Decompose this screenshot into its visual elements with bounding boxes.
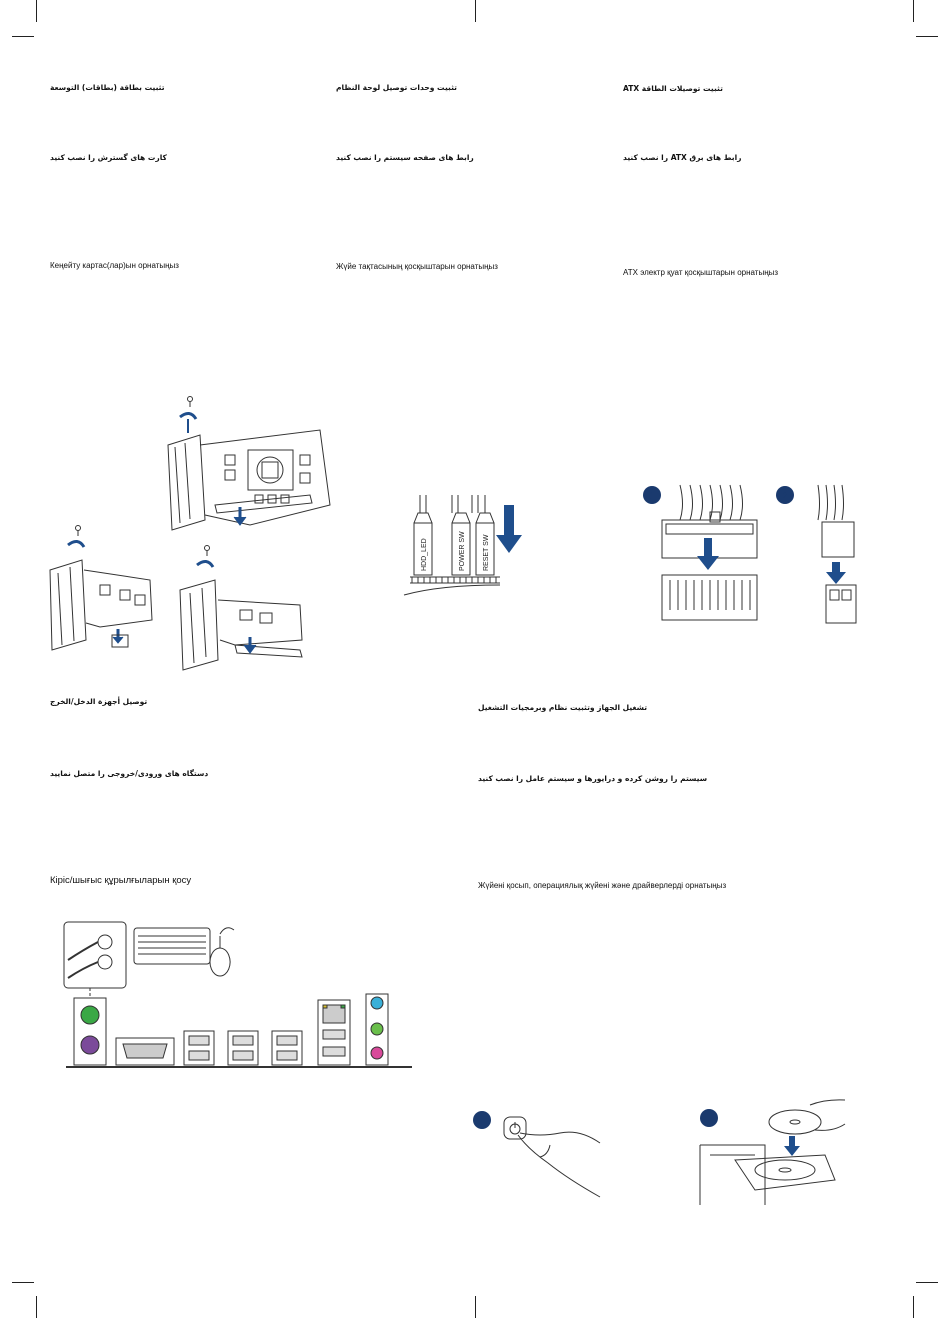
- crop-mark: [36, 0, 37, 22]
- step-1-badge: [473, 1111, 491, 1129]
- atx-title-kazakh: ATX электр қуат қосқыштарын орнатыңыз: [623, 268, 779, 277]
- step-2-badge: [776, 486, 794, 504]
- crop-mark: [913, 1296, 914, 1318]
- connectors-title-kazakh: Жүйе тақтасының қосқыштарын орнатыңыз: [336, 262, 498, 271]
- expansion-title-persian: کارت های گسترش را نصب کنید: [50, 153, 167, 162]
- svg-text:1: 1: [649, 491, 655, 502]
- rear-io-illustration: [63, 921, 412, 1068]
- poweron-title-persian: سیستم را روشن کرده و درایورها و سیستم عا…: [478, 774, 708, 783]
- ps2-keyboard-port: [80, 1035, 100, 1055]
- expansion-title-kazakh: Кеңейту картас(лар)ын орнатыңыз: [50, 261, 179, 270]
- expansion-card-illustration: [49, 396, 331, 671]
- crop-mark: [475, 1296, 476, 1318]
- atx-title-arabic: تثبيت توصيلات الطاقة ATX: [623, 84, 723, 93]
- crop-mark: [916, 1282, 938, 1283]
- connectors-title-persian: رابط های صفحه سیستم را نصب کنید: [336, 153, 474, 162]
- expansion-title-arabic: تثبيت بطاقة (بطاقات) التوسعة: [50, 83, 165, 92]
- crop-mark: [916, 36, 938, 37]
- io-title-persian: دستگاه های ورودی/خروجی را متصل نمایید: [50, 769, 209, 778]
- audio-line-out: [370, 1022, 384, 1036]
- io-title-arabic: توصيل أجهزة الدخل/الخرج: [50, 697, 148, 706]
- ps2-mouse-port: [80, 1005, 100, 1025]
- crop-mark: [36, 1296, 37, 1318]
- svg-text:2: 2: [782, 491, 788, 502]
- power-sw-label: POWER SW: [459, 531, 466, 571]
- poweron-title-kazakh: Жүйені қосып, операциялық жүйені және др…: [478, 881, 727, 890]
- disc: [768, 1109, 822, 1135]
- crop-mark: [12, 1282, 34, 1283]
- step-1-badge: [643, 486, 661, 504]
- hdd-led-plug: [413, 522, 433, 576]
- reset-sw-plug: [475, 522, 495, 576]
- reset-sw-label: RESET SW: [483, 534, 490, 571]
- audio-mic-in: [370, 1046, 384, 1060]
- optical-drive-illustration: [699, 1099, 846, 1205]
- poweron-title-arabic: تشغيل الجهاز وتثبيت نظام وبرمجيات التشغي…: [478, 703, 648, 712]
- audio-line-in: [370, 996, 384, 1010]
- down-arrow: [496, 505, 522, 553]
- crop-mark: [475, 0, 476, 22]
- atx-title-persian: رابط های برق ATX را نصب کنید: [623, 153, 742, 162]
- connectors-title-arabic: تثبيت وحدات توصيل لوحة النظام: [336, 83, 457, 92]
- io-title-kazakh: Кіріс/шығыс құрылғыларын қосу: [50, 875, 192, 886]
- crop-mark: [913, 0, 914, 22]
- panel-connector-illustration: HDD_LED POWER SW RESET SW: [403, 495, 522, 596]
- atx-power-illustration: 1 2: [643, 484, 857, 624]
- step-2-badge: [700, 1109, 718, 1127]
- power-button-illustration: [473, 1111, 601, 1198]
- power-sw-plug: [451, 522, 471, 576]
- hdd-led-label: HDD_LED: [421, 538, 428, 571]
- crop-mark: [12, 36, 34, 37]
